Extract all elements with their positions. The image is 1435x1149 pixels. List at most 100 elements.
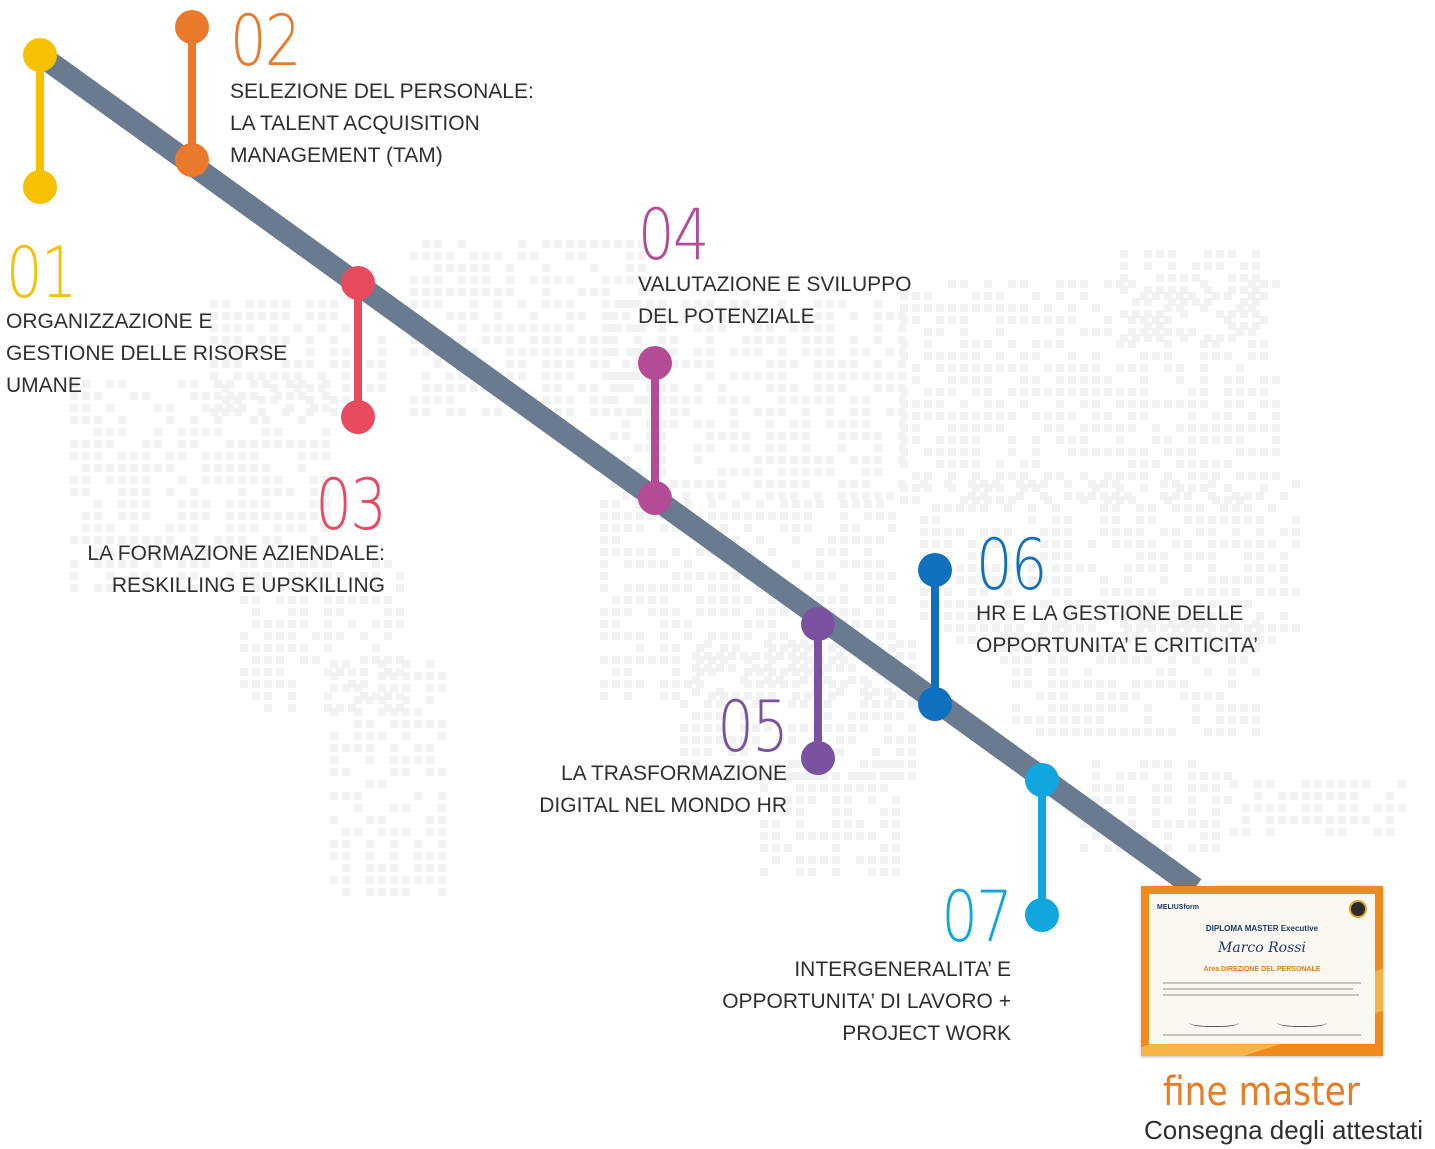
map-dot (1242, 816, 1250, 824)
map-dot (1168, 656, 1176, 664)
map-dot (1096, 716, 1104, 724)
map-dot (744, 512, 752, 520)
map-dot (808, 772, 816, 780)
map-dot (434, 264, 442, 272)
map-dot (900, 448, 908, 456)
map-dot (298, 464, 306, 472)
map-dot (1140, 292, 1148, 300)
map-dot (792, 536, 800, 544)
map-dot (384, 668, 392, 676)
map-dot (1028, 516, 1036, 524)
map-dot (1200, 472, 1208, 480)
map-dot (756, 692, 764, 700)
map-dot (728, 748, 736, 756)
map-dot (1032, 436, 1040, 444)
map-dot (1140, 472, 1148, 480)
map-dot (234, 408, 242, 416)
map-dot (828, 608, 836, 616)
map-dot (634, 336, 642, 344)
map-dot (310, 536, 318, 544)
map-dot (658, 444, 666, 452)
map-dot (1220, 504, 1228, 512)
map-dot (968, 624, 976, 632)
map-dot (600, 536, 608, 544)
map-dot (856, 820, 864, 828)
map-dot (796, 856, 804, 864)
map-dot (956, 600, 964, 608)
map-dot (886, 492, 894, 500)
map-dot (658, 468, 666, 476)
map-dot (1116, 448, 1124, 456)
map-dot (908, 640, 916, 648)
map-dot (1208, 528, 1216, 536)
map-dot (106, 440, 114, 448)
map-dot (826, 360, 834, 368)
map-dot (202, 476, 210, 484)
map-dot (494, 252, 502, 260)
map-dot (590, 396, 598, 404)
map-dot (262, 428, 270, 436)
map-dot (920, 540, 928, 548)
map-dot (274, 488, 282, 496)
map-dot (390, 804, 398, 812)
map-dot (118, 452, 126, 460)
map-dot (1164, 304, 1172, 312)
map-dot (948, 280, 956, 288)
step-connectors (23, 10, 1059, 932)
map-dot (1068, 388, 1076, 396)
map-dot (384, 620, 392, 628)
map-dot (1108, 728, 1116, 736)
map-dot (732, 572, 740, 580)
map-dot (1164, 820, 1172, 828)
map-dot (610, 336, 618, 344)
map-dot (706, 432, 714, 440)
map-dot (270, 312, 278, 320)
map-dot (820, 832, 828, 840)
map-dot (788, 664, 796, 672)
map-dot (778, 384, 786, 392)
map-dot (766, 408, 774, 416)
map-dot (796, 796, 804, 804)
map-dot (286, 440, 294, 448)
map-dot (300, 656, 308, 664)
map-dot (696, 608, 704, 616)
map-dot (672, 524, 680, 532)
map-dot (1208, 552, 1216, 560)
map-dot (960, 376, 968, 384)
map-dot (402, 876, 410, 884)
map-dot (494, 312, 502, 320)
map-dot (1156, 274, 1164, 282)
map-dot (610, 324, 618, 332)
map-dot (234, 360, 242, 368)
map-dot (262, 548, 270, 556)
map-dot (1020, 364, 1028, 372)
step-07-text: INTERGENERALITA’ E OPPORTUNITA’ DI LAVOR… (722, 954, 1011, 1050)
map-dot (936, 436, 944, 444)
map-dot (730, 396, 738, 404)
map-dot (948, 316, 956, 324)
map-dot (434, 300, 442, 308)
map-dot (800, 676, 808, 684)
map-dot (378, 828, 386, 836)
map-dot (692, 772, 700, 780)
map-dot (312, 632, 320, 640)
map-dot (378, 372, 386, 380)
map-dot (754, 372, 762, 380)
map-dot (1242, 828, 1250, 836)
map-dot (936, 304, 944, 312)
map-dot (1224, 460, 1232, 468)
map-dot (506, 372, 514, 380)
map-dot (862, 420, 870, 428)
map-dot (874, 360, 882, 368)
map-dot (554, 240, 562, 248)
map-dot (336, 668, 344, 676)
map-dot (1188, 784, 1196, 792)
map-dot (1080, 424, 1088, 432)
map-dot (634, 348, 642, 356)
map-dot (694, 384, 702, 392)
map-dot (402, 720, 410, 728)
map-dot (850, 420, 858, 428)
map-dot (106, 584, 114, 592)
map-dot (948, 364, 956, 372)
map-dot (554, 384, 562, 392)
